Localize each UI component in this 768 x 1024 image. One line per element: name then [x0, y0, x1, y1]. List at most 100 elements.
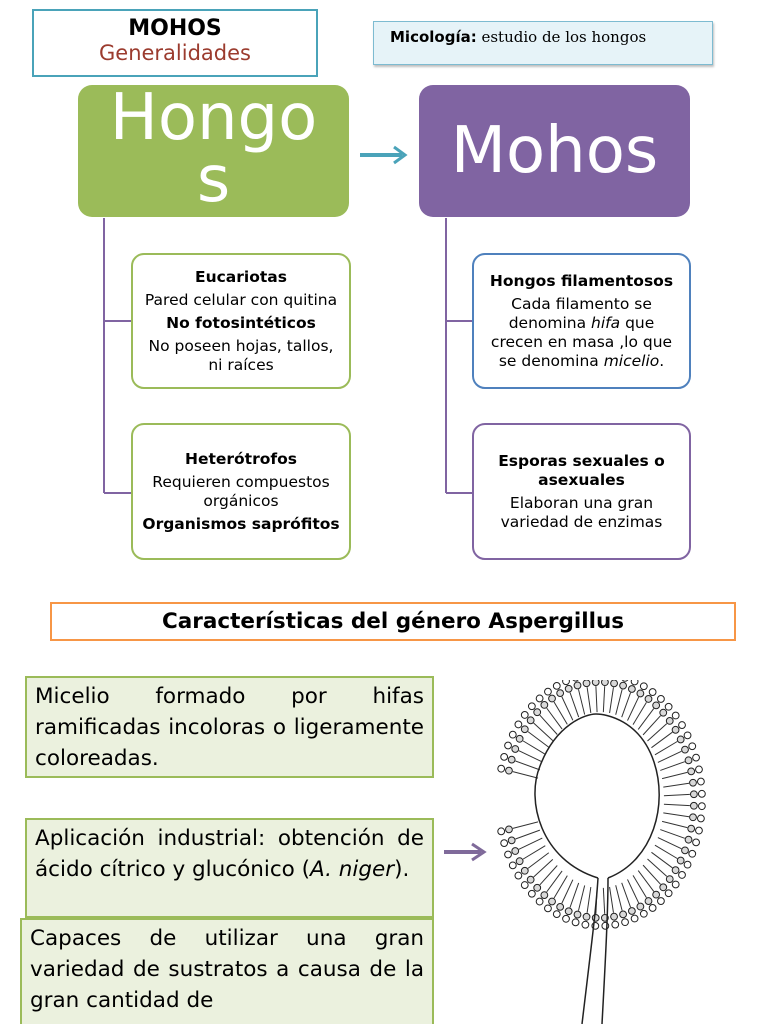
conidium-spore: [692, 753, 700, 762]
info-text: Capaces de utilizar una gran variedad de…: [30, 926, 424, 1013]
conidium-spore: [573, 910, 582, 919]
phialide-line: [660, 829, 685, 839]
conidium-spore: [627, 907, 636, 915]
node-heading: Hongos filamentosos: [489, 271, 674, 290]
conidium-spore: [621, 918, 629, 927]
conidium-spore: [540, 891, 549, 899]
conidium-spore: [556, 689, 565, 698]
phialide-line: [627, 879, 640, 904]
conidium-spore: [552, 681, 561, 690]
phialide-line: [546, 870, 563, 893]
conidium-spore: [611, 920, 620, 929]
phialide-line: [515, 829, 541, 840]
phialide-line: [615, 885, 623, 911]
hongos-label-line1: Hongo: [109, 85, 318, 155]
conidium-spore: [505, 766, 513, 775]
node-text: No poseen hojas, tallos, ni raíces: [148, 336, 334, 374]
conidium-spore: [562, 680, 570, 686]
conidium-spore: [644, 695, 653, 703]
phialide-line: [512, 821, 539, 829]
hongos-label-line2: s: [196, 143, 231, 217]
phialide-line: [647, 858, 668, 877]
phialide-line: [615, 689, 623, 715]
conidium-spore: [621, 680, 629, 682]
conidium-spore: [683, 731, 692, 740]
conidium-spore: [688, 742, 697, 751]
conidium-spore: [571, 918, 580, 927]
conidium-spore: [648, 904, 657, 912]
conidium-spore: [520, 711, 529, 719]
node-text: Cada filamento se denomina hifa que crec…: [490, 294, 673, 370]
arrow-right-icon: [360, 145, 408, 165]
phialide-line: [609, 687, 614, 714]
conidium-spore: [508, 861, 517, 870]
phialide-line: [539, 714, 558, 735]
node-heading: Organismos saprófitos: [142, 514, 340, 533]
conidium-spore: [697, 777, 705, 786]
conidium-spore: [514, 720, 523, 729]
conidium-spore: [508, 730, 517, 739]
phialide-line: [595, 686, 598, 713]
conidium-spore: [526, 875, 535, 884]
conidium-spore: [639, 682, 648, 691]
phialide-line: [561, 696, 574, 721]
info-box-micelio: Micelio formado por hifas ramificadas in…: [25, 676, 434, 778]
conidium-spore: [504, 850, 512, 859]
conidium-spore: [544, 904, 552, 913]
conidium-spore: [511, 847, 520, 855]
conidium-spore: [659, 708, 668, 717]
phialide-line: [561, 879, 574, 904]
phialide-line: [663, 782, 690, 788]
conidium-spore: [548, 694, 556, 703]
phialide-line: [518, 750, 543, 763]
conidium-spore: [652, 701, 661, 710]
conidiophore-stalk: [601, 877, 609, 1024]
arrow-to-illustration-icon: [444, 842, 487, 862]
conidium-spore: [533, 708, 542, 717]
conidium-spore: [535, 897, 544, 906]
conidium-spore: [689, 801, 698, 810]
phialide-line: [663, 793, 690, 797]
conidium-spore: [644, 897, 653, 905]
node-text: Elaboran una gran variedad de enzimas: [500, 493, 663, 531]
conidium-spore: [684, 835, 693, 844]
phialide-line: [527, 731, 550, 748]
conidium-spore: [671, 880, 680, 889]
info-box-aplicacion: Aplicación industrial: obtención de ácid…: [25, 818, 434, 918]
phialide-line: [522, 740, 546, 755]
section-title: Características del género Aspergillus: [50, 602, 736, 641]
phialide-line: [651, 731, 673, 749]
phialide-line: [632, 702, 647, 725]
conidium-spore: [692, 838, 700, 847]
phialide-line: [586, 687, 592, 713]
phialide-line: [621, 692, 632, 718]
conidium-spore: [505, 825, 513, 834]
node-heading: Eucariotas: [195, 267, 287, 286]
phialide-line: [660, 761, 685, 771]
spore-ring: [497, 680, 706, 930]
phialide-line: [657, 837, 682, 850]
conidiophore-stalk: [581, 877, 599, 1024]
conidium-spore: [572, 680, 579, 682]
conidium-spore: [527, 889, 536, 898]
conidium-spore: [678, 871, 686, 879]
mohos-header-box: Mohos: [419, 85, 690, 217]
phialide-line: [661, 820, 688, 829]
conidium-spore: [636, 902, 645, 911]
conidium-spore: [533, 883, 542, 892]
phialide-line: [602, 887, 606, 914]
definition-term: Micología:: [390, 28, 477, 46]
conidium-spore: [619, 910, 627, 919]
phialide-line: [512, 771, 539, 779]
conidium-spore: [497, 764, 506, 773]
conidium-spore: [681, 846, 689, 855]
conidium-spore: [630, 680, 639, 686]
phialide-line: [609, 886, 614, 913]
conidium-spore: [507, 755, 516, 764]
header-title-box: MOHOS Generalidades: [32, 9, 318, 77]
phialide-line: [642, 715, 661, 736]
conidium-spore: [540, 701, 549, 709]
conidium-spore: [681, 745, 689, 754]
node-heading: Esporas sexuales o asexuales: [498, 451, 665, 489]
